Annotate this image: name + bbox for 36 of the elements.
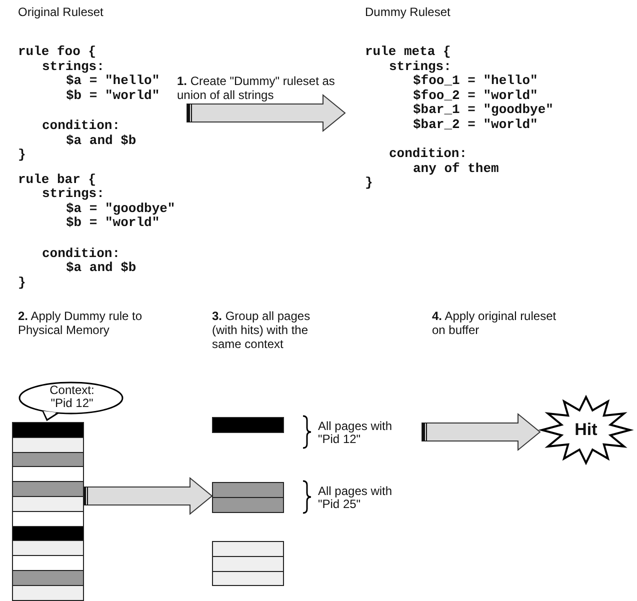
block-arrow bbox=[186, 94, 346, 132]
code-line: } bbox=[18, 276, 26, 290]
code-line: $a = "hello" bbox=[66, 74, 160, 88]
step-caption: 3. Group all pages (with hits) with the same context bbox=[212, 309, 312, 351]
group-caption: All pages with "Pid 25" bbox=[318, 485, 394, 511]
code-line: } bbox=[18, 148, 26, 162]
block-arrow bbox=[82, 476, 213, 516]
code-line: $a and $b bbox=[66, 261, 136, 276]
code-line: $a and $b bbox=[66, 134, 136, 148]
code-line: condition: bbox=[42, 246, 120, 261]
code-line: strings: bbox=[389, 60, 452, 74]
code-line: strings: bbox=[42, 60, 104, 74]
block-arrow bbox=[422, 412, 541, 452]
burst-label: Hit bbox=[574, 420, 598, 440]
edge-label: 1. Create "Dummy" ruleset as union of all strings bbox=[177, 74, 336, 102]
section-heading: Original Ruleset bbox=[18, 5, 104, 19]
code-line: $a = "goodbye" bbox=[66, 202, 176, 216]
section-heading: Dummy Ruleset bbox=[365, 5, 450, 19]
code-line: $foo_1 = "hello" bbox=[413, 74, 538, 88]
code-line: condition: bbox=[389, 147, 468, 162]
group-caption: All pages with "Pid 12" bbox=[318, 420, 394, 446]
code-line: rule bar { bbox=[18, 172, 96, 187]
bubble-text: Context: "Pid 12" bbox=[48, 384, 96, 410]
code-line: } bbox=[365, 176, 373, 190]
step-caption: 2. Apply Dummy rule to Physical Memory bbox=[18, 309, 144, 337]
code-line: $b = "world" bbox=[66, 88, 160, 103]
code-line: rule foo { bbox=[18, 45, 96, 60]
code-line: $bar_2 = "world" bbox=[413, 118, 538, 132]
code-line: strings: bbox=[42, 187, 104, 202]
code-line: $bar_1 = "goodbye" bbox=[413, 103, 554, 118]
code-line: condition: bbox=[42, 119, 120, 134]
step-caption: 4. Apply original ruleset on buffer bbox=[432, 309, 557, 337]
code-line: any of them bbox=[413, 162, 499, 176]
code-line: $foo_2 = "world" bbox=[413, 88, 538, 103]
code-line: $b = "world" bbox=[66, 216, 160, 230]
code-line: rule meta { bbox=[365, 45, 451, 60]
